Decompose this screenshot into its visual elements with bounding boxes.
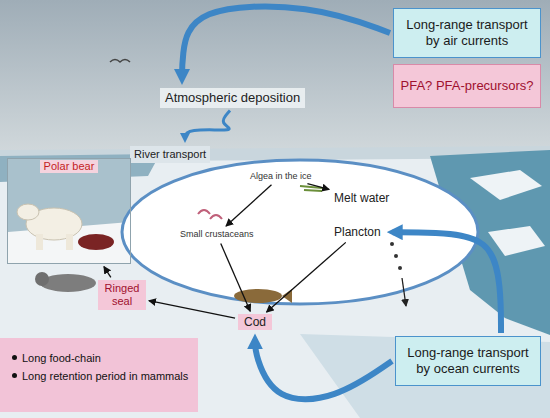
node-text: Small crustaceans — [180, 229, 254, 240]
transport-box: Long-range transport by ocean currents — [395, 336, 541, 386]
seal-carcass — [78, 234, 114, 250]
node-text: River transport — [134, 148, 206, 161]
node-text: Long-range transport by ocean currents — [402, 345, 534, 376]
node-text: Ringed seal — [102, 282, 142, 308]
node-text: Long-range transport by air currents — [400, 17, 534, 48]
food-web-label: Algea in the ice — [248, 170, 314, 183]
polar-bear-head — [17, 204, 39, 220]
plankton-dot — [390, 242, 394, 246]
node-text: Atmospheric deposition — [165, 90, 300, 106]
crustaceans — [198, 210, 222, 219]
flow-arrow — [393, 232, 501, 333]
sinking-arrow — [402, 278, 406, 306]
food-web-label: Melt water — [332, 190, 391, 206]
species-label: Cod — [238, 314, 272, 330]
process-label: River transport — [130, 146, 210, 163]
polar-bear-leg — [66, 234, 73, 250]
node-text: Cod — [244, 315, 266, 329]
flow-arrow — [185, 111, 230, 139]
transport-box: Long-range transport by air currents — [393, 8, 541, 58]
node-text: Polar bear — [40, 160, 99, 173]
bear-photo — [8, 159, 130, 263]
ice-shadow — [300, 334, 550, 418]
bullet-item: Long food-chain — [10, 350, 188, 368]
flow-arrow — [307, 184, 329, 190]
note-box: Long food-chainLong retention period in … — [0, 338, 198, 412]
food-web-label: Plancton — [332, 224, 383, 240]
animal-photo-box: Polar bear — [7, 158, 131, 264]
flow-arrow — [182, 6, 390, 79]
plankton-dot — [394, 254, 398, 258]
bird — [110, 60, 130, 63]
flow-arrow — [226, 185, 271, 226]
ringed-seal-head — [35, 272, 49, 286]
flow-arrow — [255, 339, 392, 399]
node-text: Plancton — [334, 225, 381, 239]
flow-arrow — [104, 267, 111, 278]
food-web-label: Small crustaceans — [178, 228, 256, 241]
node-text: Algea in the ice — [250, 171, 312, 182]
polar-bear-leg — [36, 234, 43, 250]
bullet-item: Long retention period in mammals — [10, 368, 188, 386]
node-text: Melt water — [334, 191, 389, 205]
ice-floe — [488, 226, 545, 256]
node-text: PFA? PFA-precursors? — [398, 78, 536, 94]
ice-floe — [470, 170, 542, 200]
flow-arrow — [221, 244, 250, 312]
flow-arrow — [149, 301, 235, 318]
sky — [0, 0, 550, 160]
plankton-dot — [398, 266, 402, 270]
sea-ice — [0, 150, 550, 418]
process-label: Atmospheric deposition — [160, 88, 305, 108]
flow-arrow — [267, 242, 346, 312]
question-box: PFA? PFA-precursors? — [393, 64, 541, 108]
species-label: Ringed seal — [98, 280, 146, 310]
